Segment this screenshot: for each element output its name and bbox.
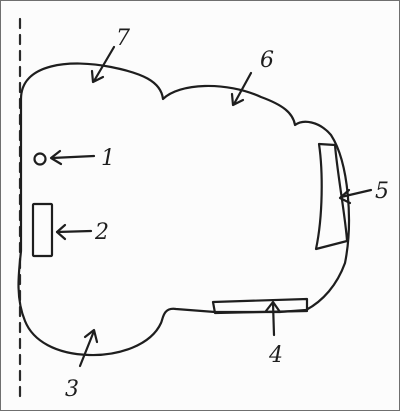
arrow-3 <box>78 328 99 368</box>
label-4: 4 <box>268 343 283 368</box>
arrow-4 <box>264 300 282 337</box>
label-1: 1 <box>101 146 115 171</box>
object-circle-1 <box>33 152 47 166</box>
arrow-1 <box>49 149 96 166</box>
label-7: 7 <box>116 26 130 51</box>
arrow-6 <box>230 71 253 107</box>
arrow-7 <box>90 45 116 84</box>
arrow-5 <box>338 188 373 205</box>
object-panel-5 <box>314 142 349 251</box>
arrow-2 <box>55 223 93 241</box>
label-3: 3 <box>65 377 79 402</box>
object-rect-2 <box>31 202 54 258</box>
label-2: 2 <box>94 220 109 245</box>
label-6: 6 <box>260 48 274 73</box>
object-bar-4 <box>211 297 309 315</box>
label-5: 5 <box>375 179 389 204</box>
